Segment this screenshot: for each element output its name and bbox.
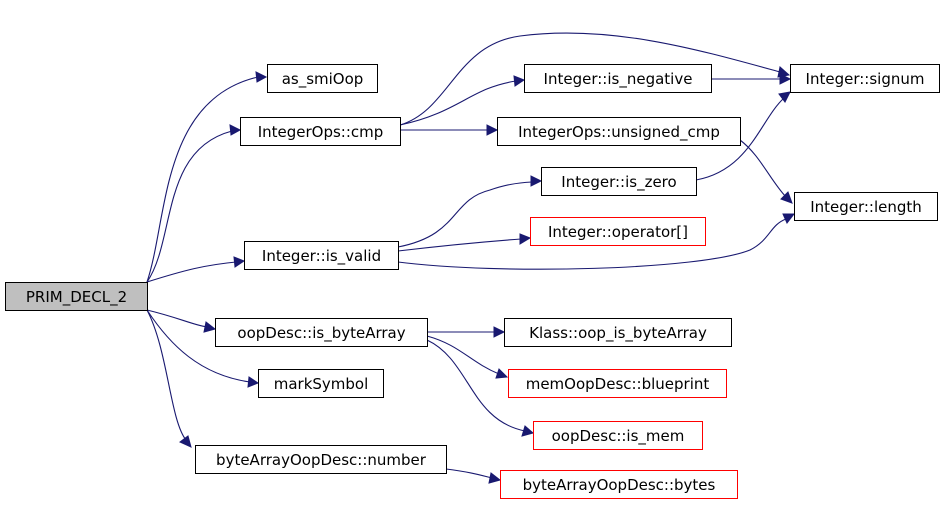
edge-prim-to-as-smioop [146,76,259,283]
edge-cmp-to-signum [399,32,781,126]
arrowhead-is-valid [233,256,246,268]
arrowhead-bytearray-number [179,435,192,448]
edge-is-valid-to-length [397,218,787,270]
arrowhead-unsigned-cmp [486,124,499,136]
arrowhead-signum-from-is-negative [779,73,792,85]
edge-prim-to-is-bytearray [146,309,208,328]
arrowhead-is-bytearray [203,321,217,333]
node-prim-decl-2: PRIM_DECL_2 [5,282,148,311]
arrowhead-length-from-is-valid [782,213,796,224]
arrowhead-bytes [488,472,502,484]
edge-number-to-bytes [445,468,493,479]
node-bytearrayoopdesc-bytes[interactable]: byteArrayOopDesc::bytes [500,470,738,499]
edge-unsigned-cmp-to-length [739,139,787,198]
arrowhead-as-smioop [255,71,268,83]
node-integer-is-valid[interactable]: Integer::is_valid [244,241,399,270]
node-integer-is-zero[interactable]: Integer::is_zero [541,167,697,196]
edge-is-bytearray-to-is-mem [426,339,526,432]
arrowhead-length-from-unsigned-cmp [780,191,793,204]
node-integer-is-negative[interactable]: Integer::is_negative [524,64,712,93]
edge-prim-to-bytearray-number [146,309,187,441]
edge-is-valid-to-is-zero [397,181,533,248]
node-klass-oop-is-bytearray[interactable]: Klass::oop_is_byteArray [504,318,732,347]
node-oopdesc-is-mem[interactable]: oopDesc::is_mem [533,421,703,450]
arrowhead-is-mem [521,425,535,437]
edge-is-zero-to-signum [695,97,785,181]
arrowhead-operator [519,233,532,245]
arrowhead-is-zero [530,175,543,187]
node-memoopdesc-blueprint[interactable]: memOopDesc::blueprint [508,369,727,398]
node-bytearrayoopdesc-number[interactable]: byteArrayOopDesc::number [195,445,447,474]
edge-prim-to-integerops-cmp [146,130,233,283]
edge-prim-to-marksymbol [146,309,251,383]
node-integerops-cmp[interactable]: IntegerOps::cmp [240,117,401,146]
arrowhead-marksymbol [247,376,260,388]
node-integerops-unsigned-cmp[interactable]: IntegerOps::unsigned_cmp [497,117,741,146]
edge-cmp-to-is-negative [399,80,517,126]
arrowhead-klass [493,326,506,338]
edge-is-bytearray-to-blueprint [426,335,500,375]
edge-is-valid-to-operator [397,238,522,252]
node-as-smioop[interactable]: as_smiOop [267,64,378,93]
node-oopdesc-is-bytearray[interactable]: oopDesc::is_byteArray [215,318,428,347]
node-marksymbol[interactable]: markSymbol [258,369,384,398]
node-integer-length[interactable]: Integer::length [794,192,938,221]
arrowhead-signum-from-is-zero [778,91,791,103]
arrowhead-integerops-cmp [229,124,242,136]
arrowhead-is-negative [513,75,526,87]
arrowhead-blueprint [495,368,509,379]
node-integer-signum[interactable]: Integer::signum [790,64,940,93]
node-integer-operator-brackets[interactable]: Integer::operator[] [530,217,706,246]
edge-prim-to-is-valid [146,261,237,283]
